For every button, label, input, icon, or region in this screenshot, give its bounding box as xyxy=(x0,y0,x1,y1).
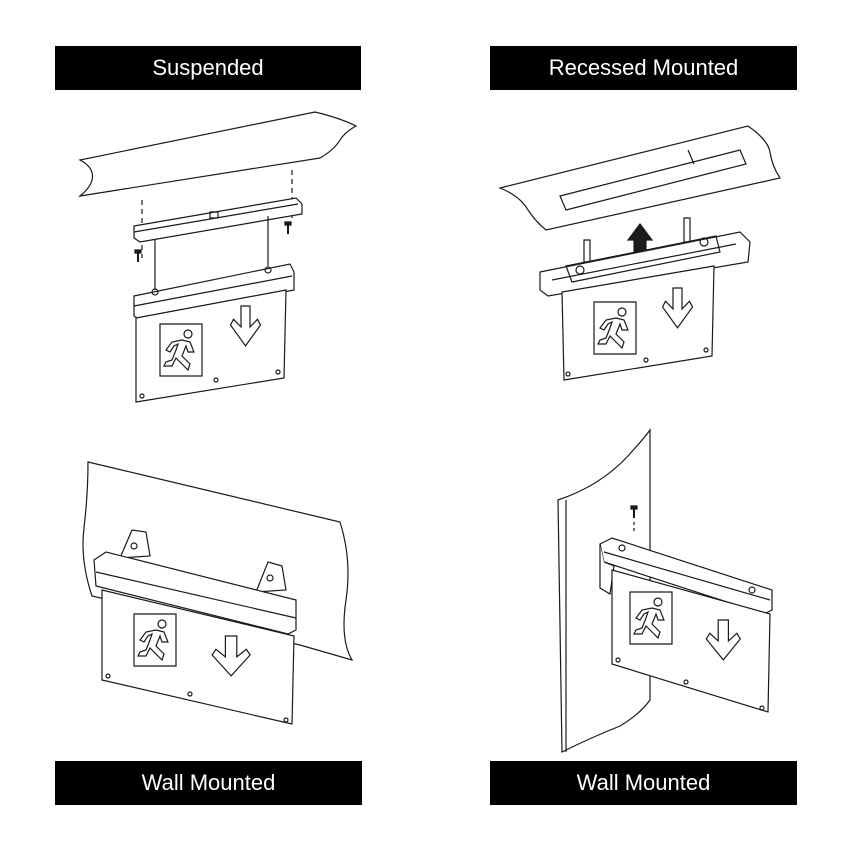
label-wall-mounted-side: Wall Mounted xyxy=(490,761,797,805)
up-arrow-icon xyxy=(628,224,652,252)
recessed-tray xyxy=(540,232,750,296)
sign-housing xyxy=(94,552,296,634)
label-suspended: Suspended xyxy=(55,46,361,90)
suspended-illustration xyxy=(80,112,356,402)
label-recessed-mounted: Recessed Mounted xyxy=(490,46,797,90)
ceiling-panel xyxy=(80,112,356,196)
screw-icon xyxy=(284,221,292,235)
sign-panel xyxy=(136,290,286,402)
mounting-bracket xyxy=(134,198,302,242)
wall-mounted-side-illustration xyxy=(558,430,772,752)
label-wall-mounted-front: Wall Mounted xyxy=(55,761,362,805)
wall-mounted-front-illustration xyxy=(83,462,352,724)
sign-panel xyxy=(562,266,714,380)
sign-panel xyxy=(102,590,294,724)
screw-icon xyxy=(134,249,142,263)
ceiling-panel xyxy=(500,126,780,230)
recessed-illustration xyxy=(500,126,780,380)
sign-housing xyxy=(134,264,294,320)
sign-panel xyxy=(612,570,770,712)
